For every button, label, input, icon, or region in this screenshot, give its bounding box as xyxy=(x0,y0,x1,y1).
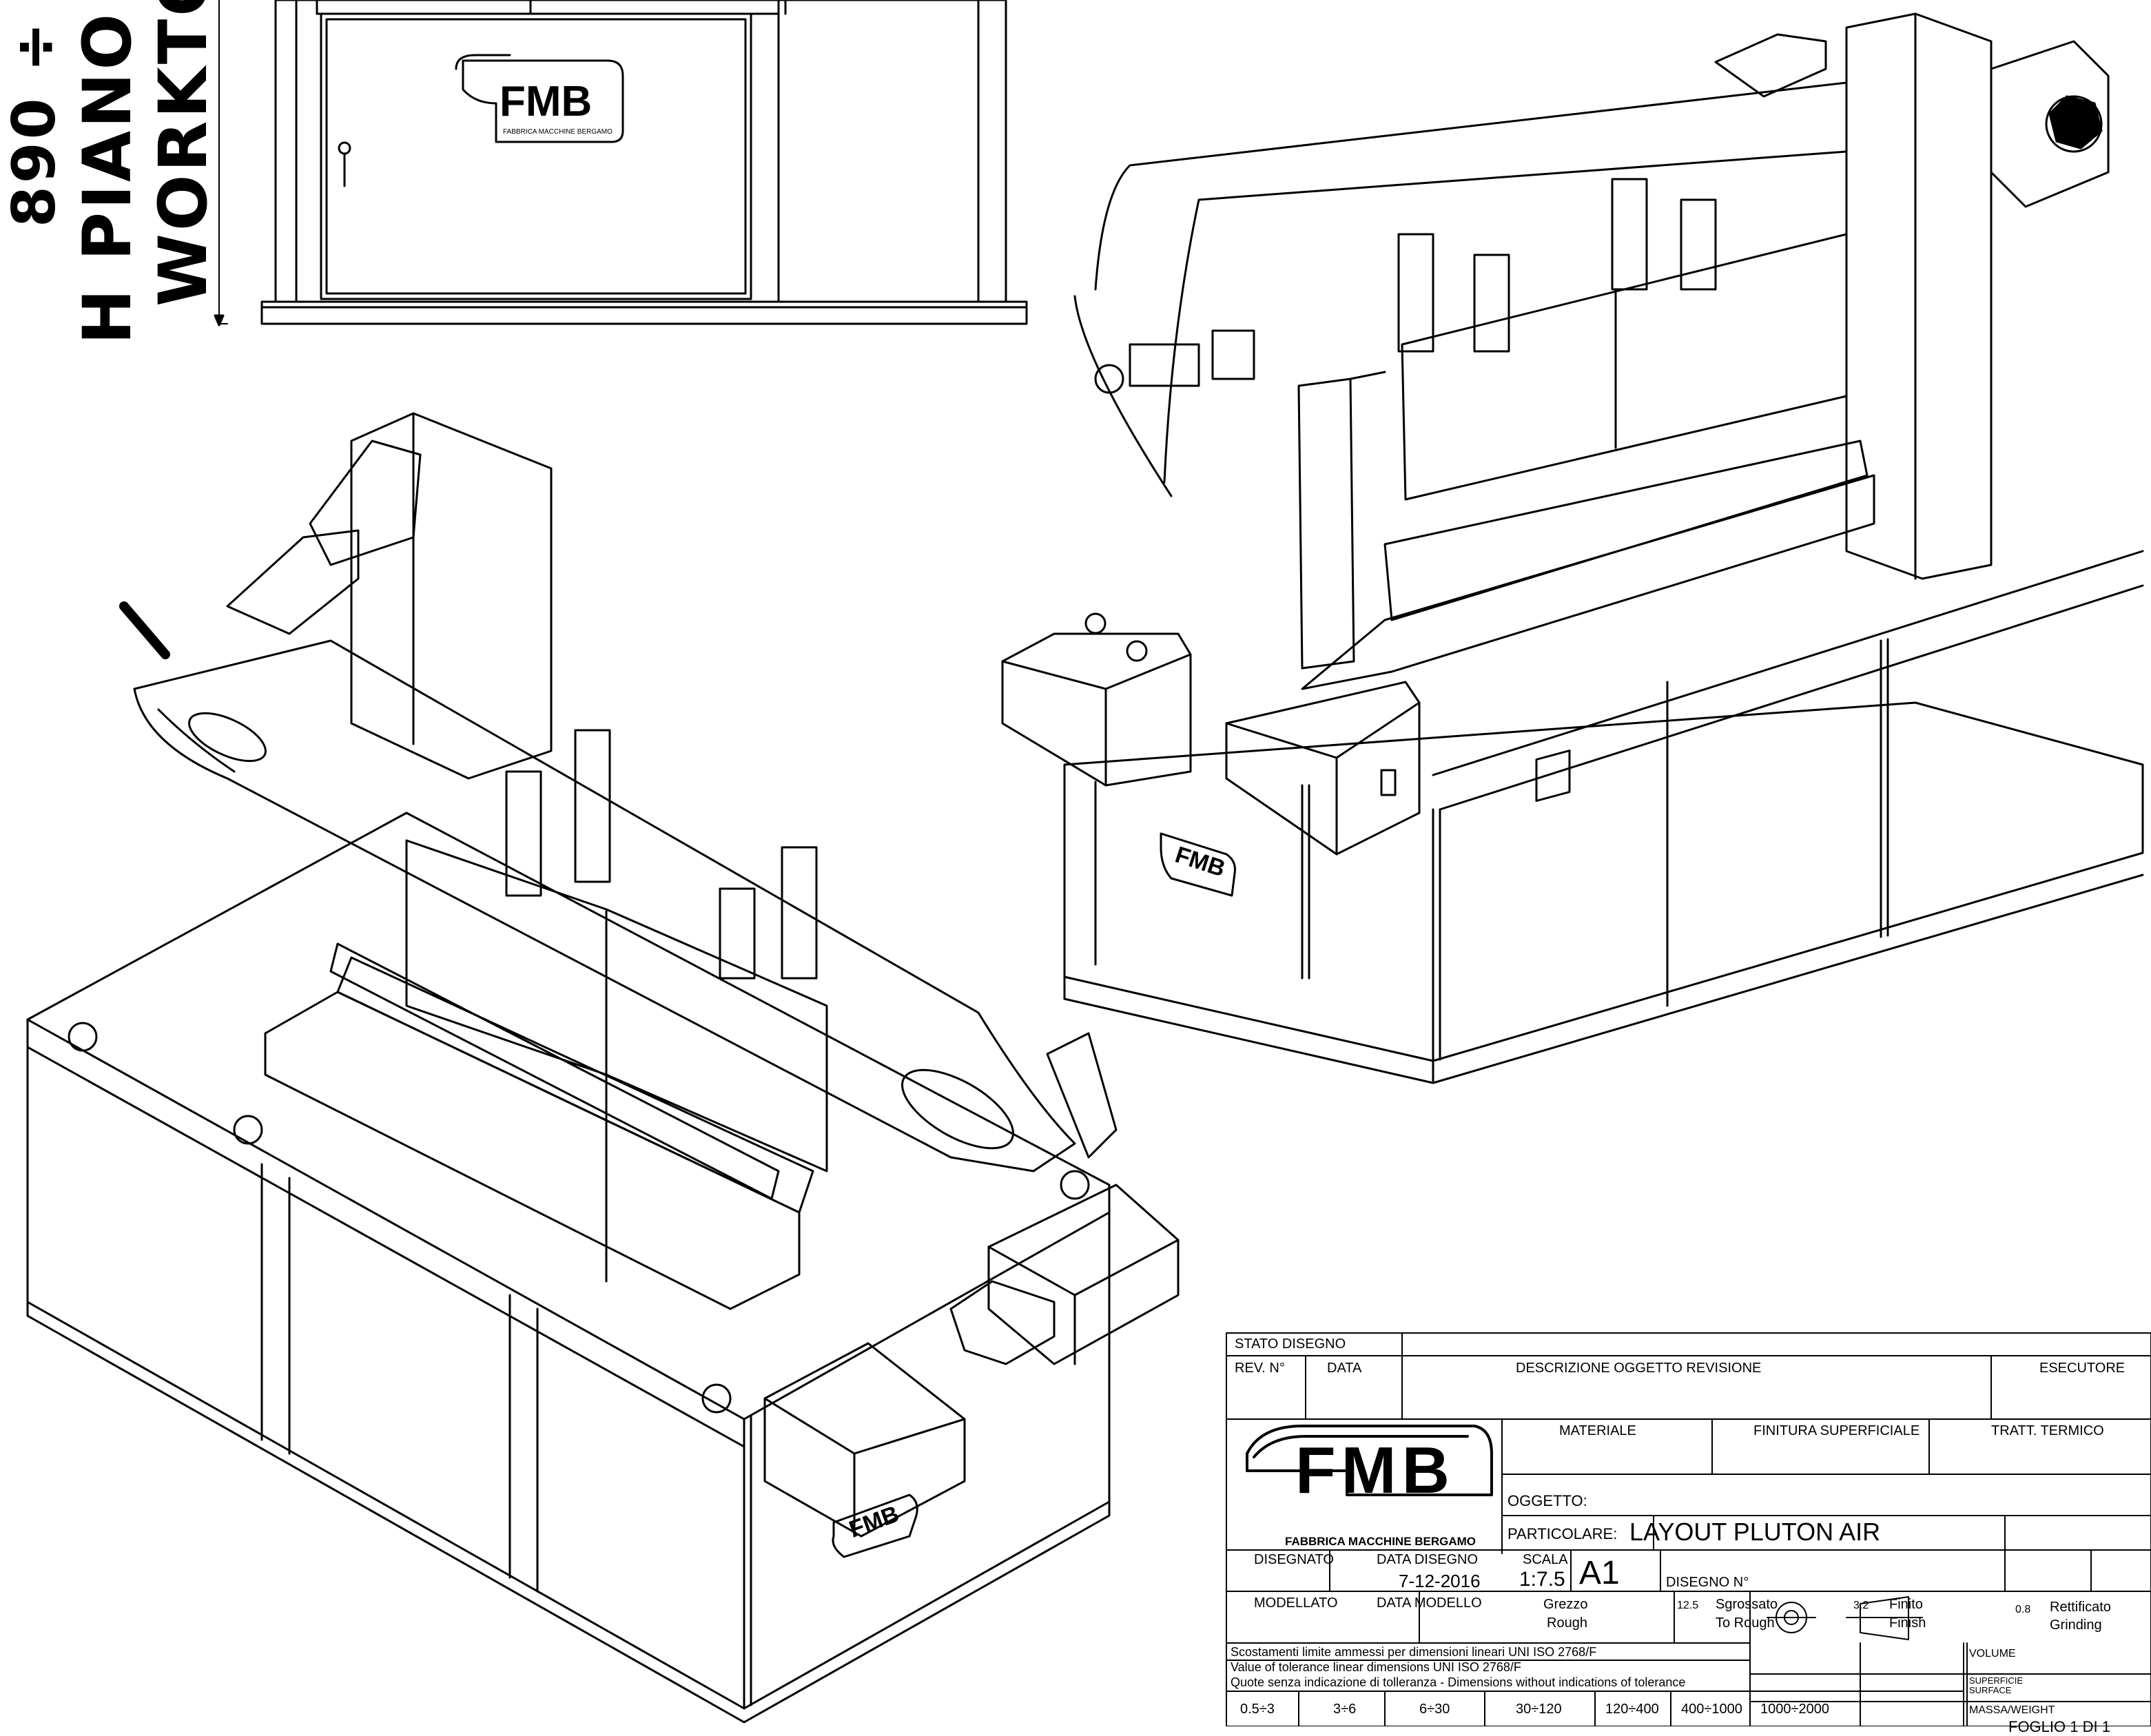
disegno-no-label: DISEGNO N° xyxy=(1666,1575,1749,1590)
grezzo-label: Grezzo xyxy=(1543,1597,1588,1612)
front-elevation-view xyxy=(214,0,1028,327)
finito-label: Finito xyxy=(1889,1597,1923,1612)
vertical-label-line3: WORKTOF xyxy=(145,0,222,307)
data-disegno-value: 7-12-2016 xyxy=(1399,1571,1481,1591)
disegnato-label: DISEGNATO xyxy=(1254,1552,1334,1567)
descrizione-label: DESCRIZIONE OGGETTO REVISIONE xyxy=(1516,1361,1762,1376)
massa-label: MASSA/WEIGHT xyxy=(1969,1704,2055,1716)
tratt-termico-label: TRATT. TERMICO xyxy=(1991,1423,2104,1438)
particolare-label: PARTICOLARE: xyxy=(1507,1525,1618,1542)
fmb-logo-subtitle-front: FABBRICA MACCHINE BERGAMO xyxy=(503,128,613,136)
right-isometric-view xyxy=(1001,12,2144,1084)
particolare-value: LAYOUT PLUTON AIR xyxy=(1629,1518,1881,1546)
sgrossato-value: 12.5 xyxy=(1677,1600,1699,1611)
grinding-label: Grinding xyxy=(2050,1618,2102,1633)
rettificato-value: 0.8 xyxy=(2015,1604,2031,1615)
title-block-logo-subtitle: FABBRICA MACCHINE BERGAMO xyxy=(1285,1535,1476,1548)
data-disegno-label: DATA DISEGNO xyxy=(1377,1552,1479,1567)
tol-range-2: 6÷30 xyxy=(1419,1702,1450,1717)
scala-label: SCALA xyxy=(1523,1552,1568,1567)
finito-value: 3.2 xyxy=(1853,1600,1869,1611)
left-isometric-view xyxy=(26,412,1180,1724)
tol-range-3: 30÷120 xyxy=(1516,1702,1562,1717)
data-label: DATA xyxy=(1327,1361,1362,1376)
tolerance-symbols xyxy=(1767,1596,1923,1640)
surface-label: SURFACE xyxy=(1969,1685,2012,1695)
esecutore-label: ESECUTORE xyxy=(2039,1361,2126,1376)
superficie-label: SUPERFICIE xyxy=(1969,1675,2024,1686)
tol-range-1: 3÷6 xyxy=(1333,1702,1357,1717)
volume-label: VOLUME xyxy=(1969,1648,2016,1660)
stato-disegno-label: STATO DISEGNO xyxy=(1235,1336,1346,1352)
title-block-logo-text: FMB xyxy=(1295,1434,1455,1507)
tol-range-6: 1000÷2000 xyxy=(1760,1702,1829,1717)
tolerance-line-1: Scostamenti limite ammessi per dimension… xyxy=(1231,1645,1597,1659)
drawing-format: A1 xyxy=(1579,1555,1620,1591)
foglio-label: FOGLIO 1 DI 1 xyxy=(2008,1718,2110,1735)
rettificato-label: Rettificato xyxy=(2050,1600,2111,1615)
vertical-label-line1: 890 ÷ 10 xyxy=(0,0,69,227)
finitura-label: FINITURA SUPERFICIALE xyxy=(1753,1423,1920,1438)
rev-no-label: REV. N° xyxy=(1235,1361,1285,1376)
to-rough-label: To Rough xyxy=(1716,1615,1775,1631)
materiale-label: MATERIALE xyxy=(1559,1423,1636,1438)
tol-range-4: 120÷400 xyxy=(1605,1702,1659,1717)
tol-range-0: 0.5÷3 xyxy=(1240,1702,1275,1717)
tolerance-line-2: Value of tolerance linear dimensions UNI… xyxy=(1231,1660,1521,1674)
scala-value: 1:7.5 xyxy=(1519,1568,1565,1591)
finish-label: Finish xyxy=(1889,1615,1926,1631)
tolerance-line-3: Quote senza indicazione di tolleranza - … xyxy=(1231,1675,1686,1689)
oggetto-label: OGGETTO: xyxy=(1507,1492,1587,1509)
rough-label: Rough xyxy=(1547,1615,1587,1631)
title-block-frame xyxy=(1226,1332,2151,1726)
tol-range-5: 400÷1000 xyxy=(1681,1702,1742,1717)
vertical-label-line2: H PIANO D xyxy=(69,0,146,344)
data-modello-label: DATA MODELLO xyxy=(1377,1595,1482,1611)
sgrossato-label: Sgrossato xyxy=(1716,1597,1778,1612)
modellato-label: MODELLATO xyxy=(1254,1595,1338,1611)
title-block-fmb-logo xyxy=(1246,1425,1493,1496)
fmb-logo-text-front: FMB xyxy=(500,78,593,125)
fmb-logo-front xyxy=(455,54,624,143)
